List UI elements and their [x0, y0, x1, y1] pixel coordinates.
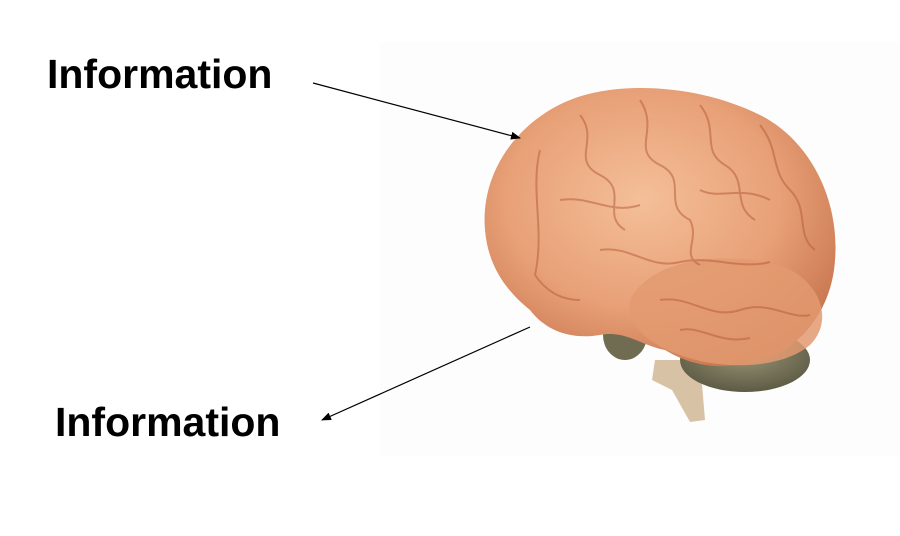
information-label-top: Information	[47, 51, 273, 97]
arrow-bottom	[321, 326, 531, 421]
arrow-top	[312, 82, 521, 140]
gyri-folds	[533, 99, 816, 341]
brain-image	[484, 88, 836, 422]
information-label-bottom: Information	[55, 399, 281, 445]
